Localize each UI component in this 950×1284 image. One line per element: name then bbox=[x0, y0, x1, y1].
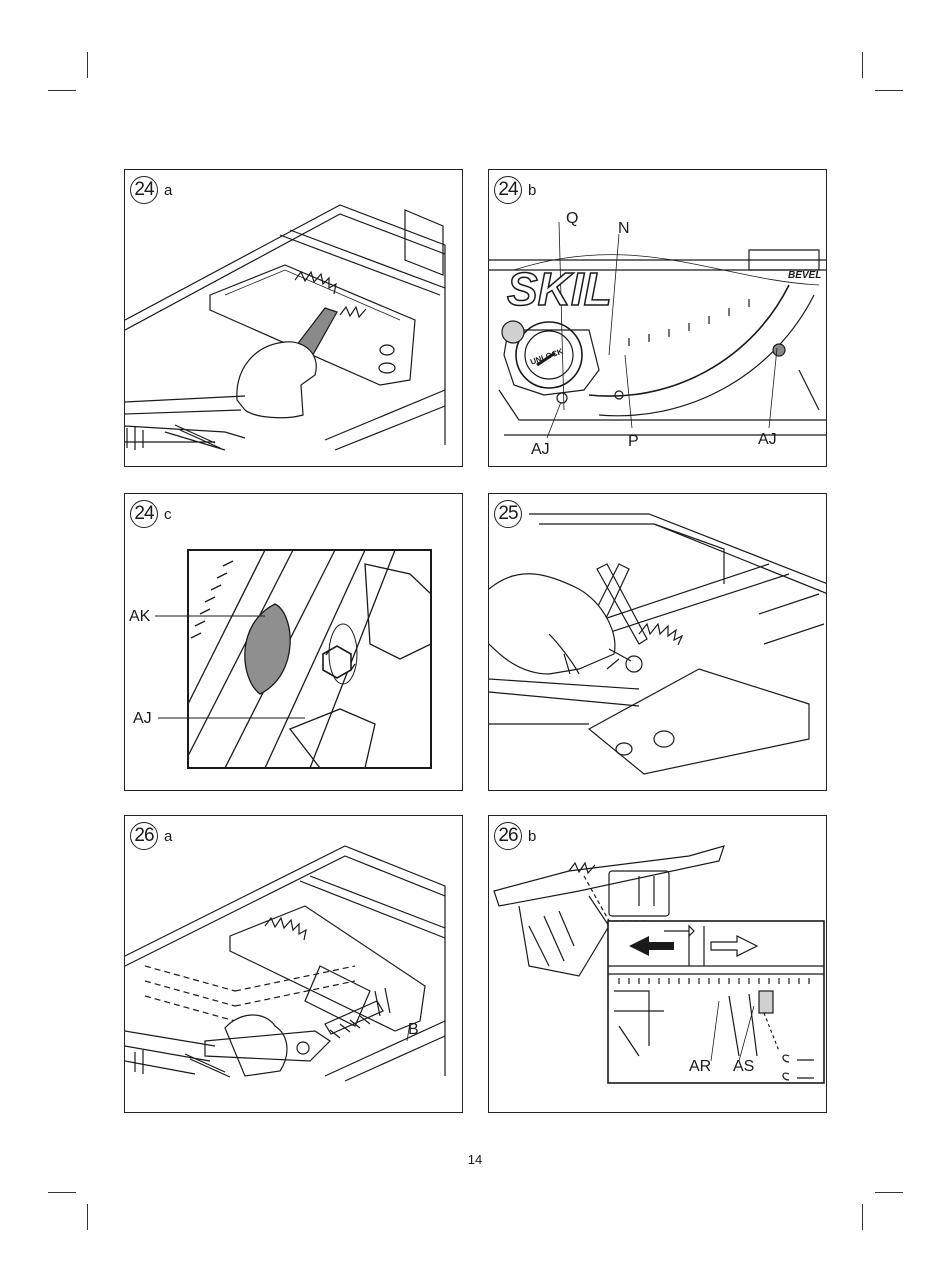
callout-aj-right: AJ bbox=[758, 431, 777, 448]
figure-label: 24 b bbox=[494, 176, 536, 204]
figure-sub-letter: a bbox=[164, 181, 173, 199]
crop-mark bbox=[862, 1204, 863, 1230]
figure-number: 24 bbox=[494, 176, 522, 204]
figure-number: 24 bbox=[130, 176, 158, 204]
callout-ak: AK bbox=[129, 608, 151, 625]
figure-sub-letter: c bbox=[164, 505, 172, 523]
figure-label: 24 a bbox=[130, 176, 172, 204]
figure-sub-letter: a bbox=[164, 827, 173, 845]
figure-26a: 26 a B bbox=[124, 815, 463, 1113]
figure-number: 24 bbox=[130, 500, 158, 528]
figure-24c: 24 c AK AJ bbox=[124, 493, 463, 791]
figure-24a: 24 a bbox=[124, 169, 463, 467]
figure-number: 25 bbox=[494, 500, 522, 528]
arrow-left-icon bbox=[629, 936, 674, 956]
figure-26b: 26 b AR AS bbox=[488, 815, 827, 1113]
callout-b: B bbox=[408, 1021, 419, 1038]
callout-ar: AR bbox=[689, 1058, 712, 1075]
callout-aj: AJ bbox=[133, 710, 152, 727]
figure-number: 26 bbox=[130, 822, 158, 850]
brand-logo: SKIL bbox=[507, 263, 612, 315]
figure-26b-illustration bbox=[493, 845, 825, 1084]
page-number: 14 bbox=[467, 1152, 483, 1167]
figure-label: 26 b bbox=[494, 822, 536, 850]
callout-n: N bbox=[618, 220, 630, 237]
callout-p: P bbox=[628, 433, 639, 450]
crop-mark bbox=[875, 1192, 903, 1193]
figure-26a-illustration bbox=[125, 845, 446, 1082]
figure-sub-letter: b bbox=[528, 181, 537, 199]
figure-25: 25 bbox=[488, 493, 827, 791]
crop-mark bbox=[48, 90, 76, 91]
crop-mark bbox=[875, 90, 903, 91]
figure-25-illustration bbox=[489, 513, 826, 775]
figure-label: 24 c bbox=[130, 500, 172, 528]
bevel-text: BEVEL bbox=[788, 270, 821, 281]
crop-mark bbox=[862, 52, 863, 78]
figure-label: 26 a bbox=[130, 822, 172, 850]
callout-q: Q bbox=[566, 210, 579, 227]
dial-text: UNLOCK bbox=[529, 347, 564, 367]
callout-as: AS bbox=[733, 1058, 755, 1075]
crop-mark bbox=[87, 52, 88, 78]
figure-sub-letter: b bbox=[528, 827, 537, 845]
crop-mark bbox=[87, 1204, 88, 1230]
figure-number: 26 bbox=[494, 822, 522, 850]
figure-24c-illustration bbox=[155, 549, 432, 769]
callout-aj-left: AJ bbox=[531, 441, 550, 458]
crop-mark bbox=[48, 1192, 76, 1193]
figure-24b-illustration: SKIL BEVEL UNLOCK bbox=[489, 221, 826, 439]
figure-24a-illustration bbox=[125, 204, 446, 451]
figure-24b: SKIL BEVEL UNLOCK 24 b Q N AJ P AJ bbox=[488, 169, 827, 467]
arrow-right-icon bbox=[710, 935, 759, 957]
figure-label: 25 bbox=[494, 500, 528, 528]
